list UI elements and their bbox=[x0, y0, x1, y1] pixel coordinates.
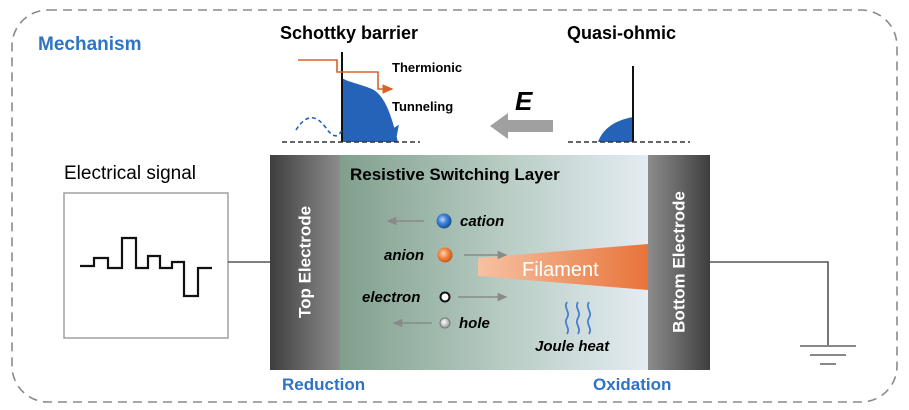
schottky-barrier-fill bbox=[342, 78, 398, 142]
thermionic-path-left bbox=[298, 59, 342, 73]
signal-waveform bbox=[80, 236, 212, 298]
thermionic-label: Thermionic bbox=[392, 60, 463, 75]
electrical-signal-label: Electrical signal bbox=[64, 163, 196, 184]
electron-label: electron bbox=[362, 289, 421, 306]
field-arrow bbox=[490, 113, 553, 139]
filament-shape bbox=[478, 244, 648, 290]
tunneling-label: Tunneling bbox=[392, 99, 454, 114]
electron-dot bbox=[439, 291, 451, 303]
hole-dot bbox=[439, 317, 451, 329]
tunneling-arrow bbox=[371, 124, 399, 137]
anion-dot bbox=[437, 247, 453, 263]
heat-wave-3 bbox=[586, 301, 592, 335]
schottky-barrier-title: Schottky barrier bbox=[280, 23, 419, 43]
field-label: E bbox=[515, 86, 533, 116]
wire-right bbox=[710, 261, 829, 346]
layer-title: Resistive Switching Layer bbox=[350, 165, 560, 184]
hole-label: hole bbox=[459, 315, 490, 332]
quasi-ohmic-title: Quasi-ohmic bbox=[567, 23, 677, 43]
top-electrode-label: Top Electrode bbox=[295, 205, 315, 319]
oxidation-label: Oxidation bbox=[593, 375, 672, 394]
thermionic-arrow bbox=[342, 71, 394, 94]
panel-title: Mechanism bbox=[38, 34, 142, 55]
panel-border bbox=[11, 9, 898, 403]
heat-wave-2 bbox=[575, 301, 581, 335]
joule-heat-label: Joule heat bbox=[535, 338, 610, 355]
top-electrode bbox=[270, 155, 340, 370]
bottom-electrode bbox=[648, 155, 710, 370]
cation-label: cation bbox=[460, 213, 505, 230]
quasi-ohmic-fill bbox=[598, 117, 633, 142]
filament-label: Filament bbox=[522, 259, 599, 281]
reduction-label: Reduction bbox=[282, 375, 366, 394]
tunneling-wave-left bbox=[295, 116, 343, 137]
bottom-electrode-label: Bottom Electrode bbox=[669, 191, 689, 333]
anion-label: anion bbox=[384, 247, 424, 264]
cation-dot bbox=[436, 213, 452, 229]
heat-wave-1 bbox=[564, 301, 570, 335]
